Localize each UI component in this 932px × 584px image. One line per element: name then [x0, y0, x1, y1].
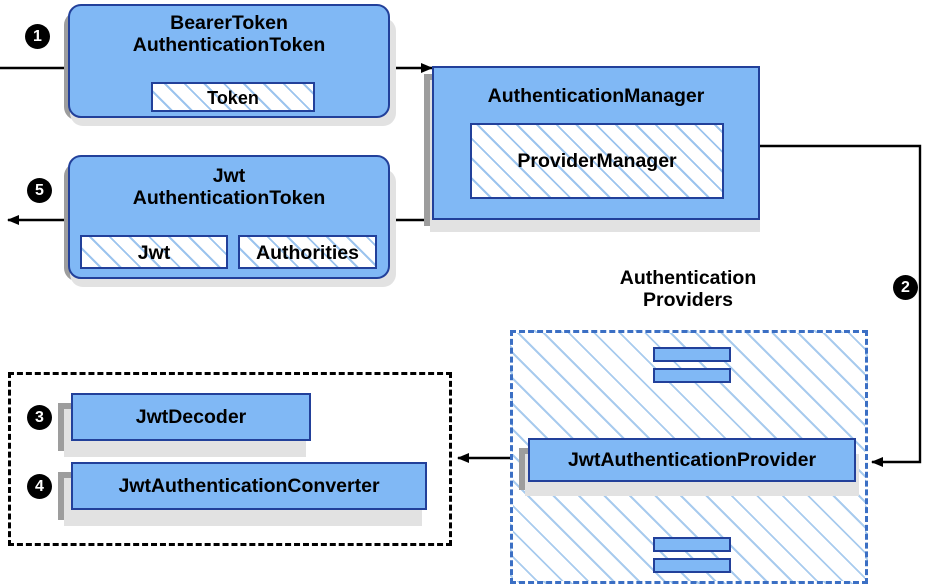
jwt-authentication-converter-label: JwtAuthenticationConverter: [118, 475, 380, 497]
step-marker-4: 4: [27, 474, 52, 499]
other-provider-bar-top-2[interactable]: [653, 368, 731, 383]
step-marker-4-number: 4: [35, 477, 44, 495]
jwt-token-inner-authorities-box[interactable]: Authorities: [238, 235, 377, 269]
other-provider-bar-bottom-2[interactable]: [653, 558, 731, 573]
step-marker-3: 3: [27, 405, 52, 430]
jwt-authentication-provider-label: JwtAuthenticationProvider: [567, 449, 817, 471]
jwt-token-inner-jwt-box[interactable]: Jwt: [80, 235, 228, 269]
bearer-token-label: BearerToken AuthenticationToken: [132, 12, 326, 56]
provider-manager-label: ProviderManager: [517, 150, 677, 172]
jwt-authentication-provider-box[interactable]: JwtAuthenticationProvider: [528, 438, 856, 482]
bearer-token-authentication-token-box[interactable]: BearerToken AuthenticationToken Token: [68, 4, 390, 118]
authentication-manager-label: AuthenticationManager: [487, 85, 705, 107]
other-provider-bar-bottom-1[interactable]: [653, 537, 731, 552]
step-marker-3-number: 3: [35, 408, 44, 426]
jwt-helpers-container: [8, 372, 452, 546]
step-marker-5-number: 5: [35, 181, 44, 199]
other-provider-bar-top-1[interactable]: [653, 347, 731, 362]
jwt-decoder-label: JwtDecoder: [135, 406, 247, 428]
step-marker-2-number: 2: [901, 278, 910, 296]
jwt-authentication-token-box[interactable]: Jwt AuthenticationToken Jwt Authorities: [68, 155, 390, 279]
jwt-authentication-converter-box[interactable]: JwtAuthenticationConverter: [71, 462, 427, 510]
step-marker-1-number: 1: [33, 27, 42, 45]
bearer-token-inner-token-label: Token: [207, 88, 259, 108]
jwt-decoder-box[interactable]: JwtDecoder: [71, 393, 311, 441]
authentication-providers-title: Authentication Providers: [619, 267, 757, 311]
jwt-token-inner-jwt-label: Jwt: [137, 242, 171, 264]
provider-manager-box[interactable]: ProviderManager: [470, 123, 724, 199]
step-marker-1: 1: [25, 24, 50, 49]
jwt-token-inner-authorities-label: Authorities: [256, 242, 359, 264]
jwt-authentication-token-label: Jwt AuthenticationToken: [132, 165, 326, 209]
authentication-manager-box[interactable]: AuthenticationManager ProviderManager: [432, 66, 760, 220]
step-marker-5: 5: [27, 178, 52, 203]
step-marker-2: 2: [893, 275, 918, 300]
bearer-token-inner-token-box[interactable]: Token: [151, 82, 315, 112]
